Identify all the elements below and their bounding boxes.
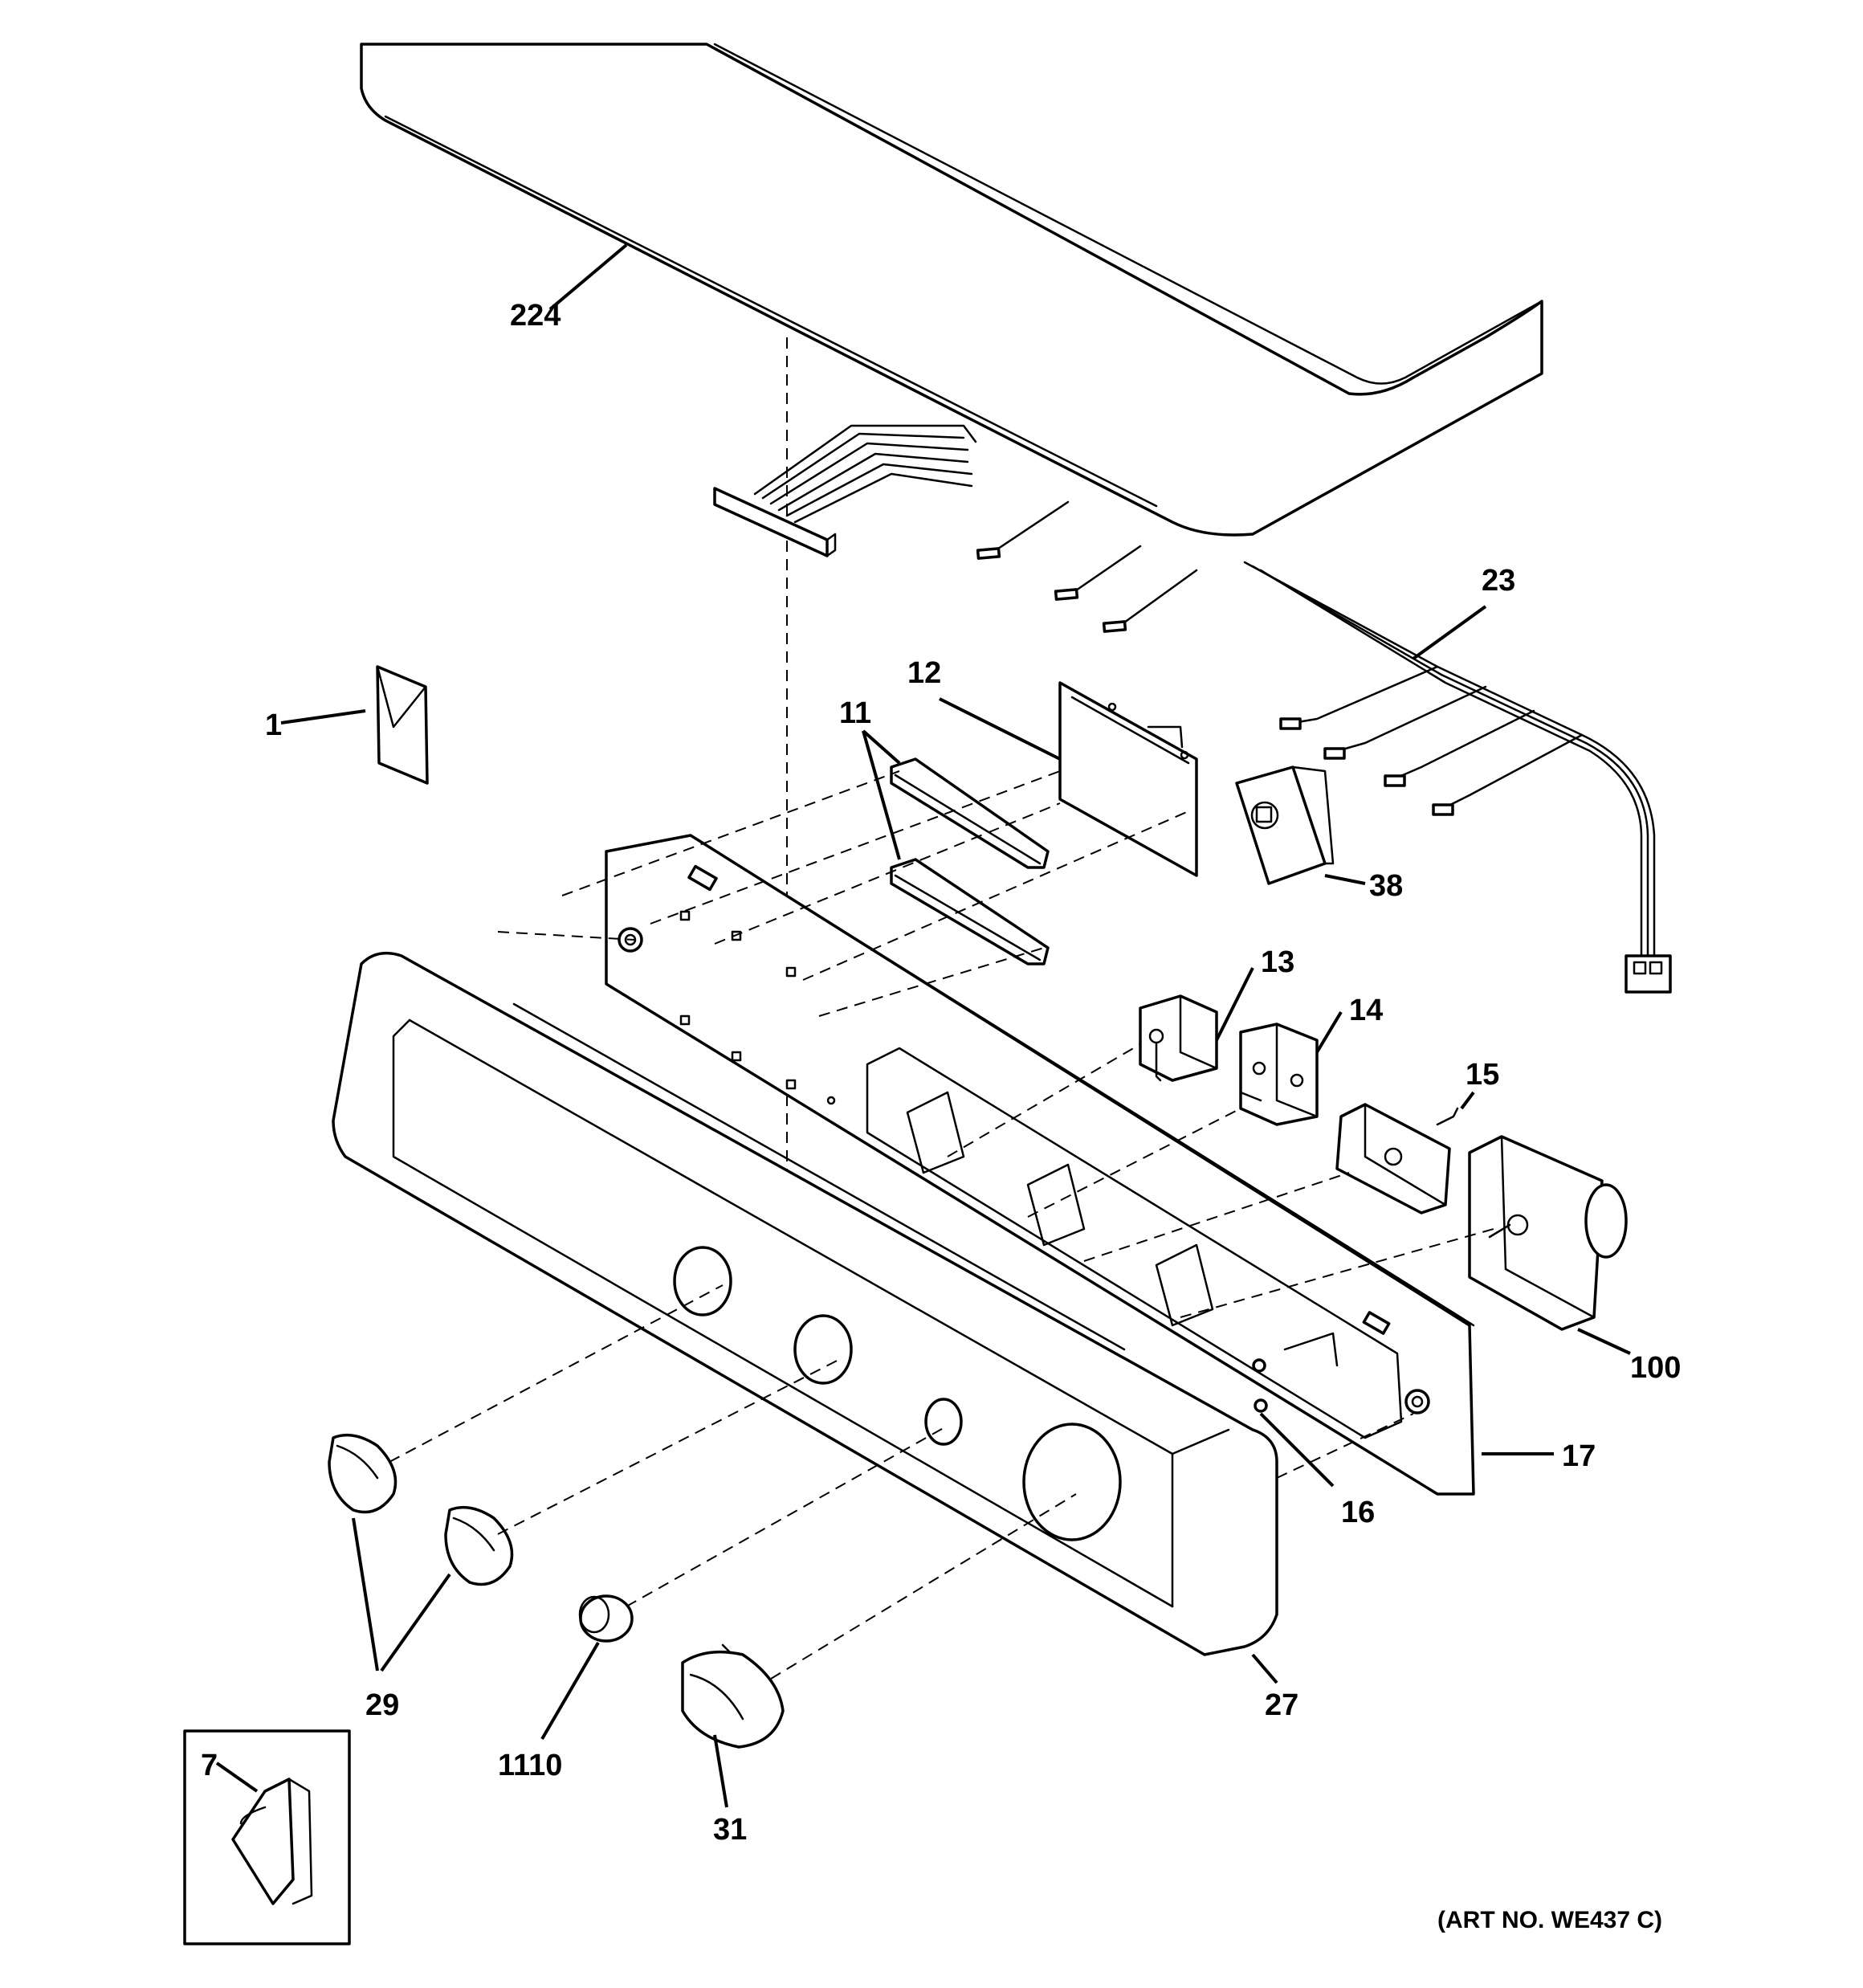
part-29-knobs xyxy=(328,1433,514,1586)
callout-13: 13 xyxy=(1261,945,1294,979)
callout-29: 29 xyxy=(365,1688,399,1722)
art-number: (ART NO. WE437 C) xyxy=(1437,1907,1662,1933)
part-14-switch xyxy=(1239,1023,1319,1126)
callout-labels: 224 23 12 11 1 38 13 14 15 100 17 16 27 … xyxy=(201,299,1681,1847)
leader-lines xyxy=(215,243,1631,1808)
callout-11: 11 xyxy=(839,696,871,730)
callout-14: 14 xyxy=(1349,994,1383,1027)
part-31-timer-knob xyxy=(681,1643,785,1749)
part-27-backsplash xyxy=(332,951,1278,1656)
part-7-inset xyxy=(183,1729,351,1945)
callout-1110: 1110 xyxy=(498,1749,562,1782)
wire-leads-top xyxy=(976,500,1198,633)
callout-23: 23 xyxy=(1482,564,1515,598)
part-16-screws xyxy=(1252,1332,1339,1413)
callout-100: 100 xyxy=(1630,1351,1681,1385)
callout-15: 15 xyxy=(1466,1058,1499,1092)
callout-27: 27 xyxy=(1265,1688,1298,1722)
callout-16: 16 xyxy=(1341,1496,1375,1529)
part-100-timer xyxy=(1468,1135,1628,1331)
part-15-switch xyxy=(1335,1103,1459,1214)
part-224-main-top xyxy=(360,43,1543,537)
part-38-rotary-switch xyxy=(1235,765,1335,885)
part-12-pcb-bracket xyxy=(1058,681,1198,877)
ribbon-cable-connector xyxy=(713,424,977,557)
part-11-mounting-brackets xyxy=(890,757,1050,965)
callout-31: 31 xyxy=(713,1813,747,1847)
callout-17: 17 xyxy=(1562,1439,1596,1473)
part-23-wire-harness xyxy=(1243,561,1672,994)
callout-12: 12 xyxy=(907,656,941,690)
part-17-control-panel xyxy=(605,834,1475,1496)
part-13-switch xyxy=(1139,994,1218,1082)
alignment-lines xyxy=(389,770,1494,1680)
callout-7: 7 xyxy=(201,1749,218,1782)
part-1110-bushing xyxy=(578,1594,634,1643)
callout-224: 224 xyxy=(510,299,561,333)
callout-38: 38 xyxy=(1369,869,1403,903)
callout-1: 1 xyxy=(265,708,282,742)
part-1-envelope xyxy=(376,665,429,785)
